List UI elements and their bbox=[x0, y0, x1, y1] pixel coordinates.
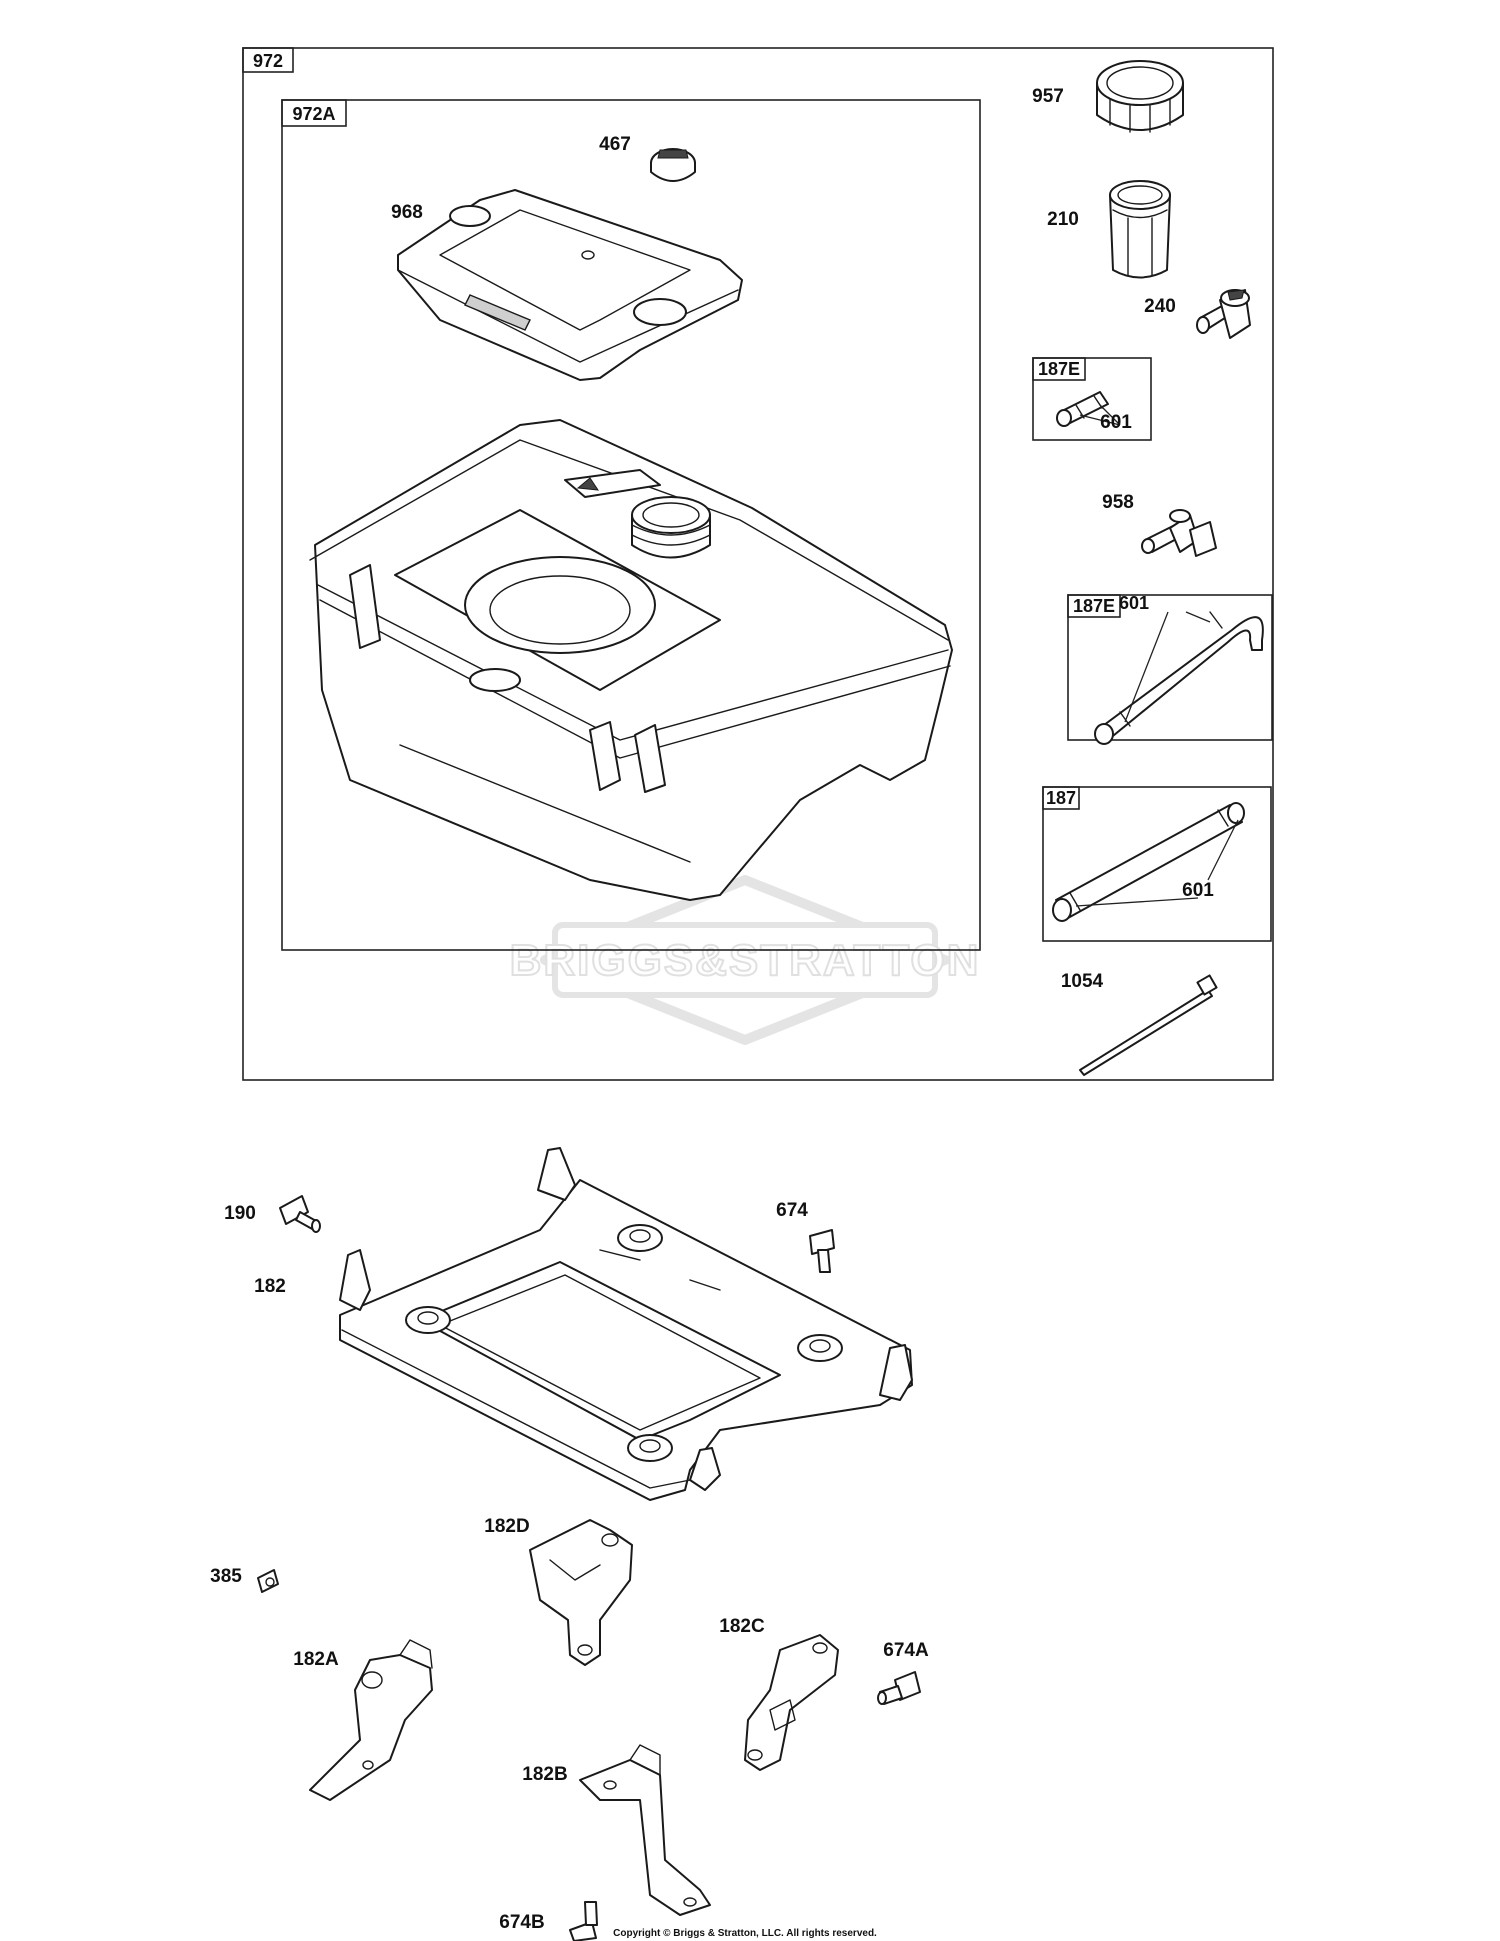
label-182: 182 bbox=[254, 1276, 286, 1297]
bracket-182d bbox=[529, 1519, 633, 1666]
callout-labels: 467 968 957 210 240 601 958 601 601 1054… bbox=[210, 86, 1214, 1933]
frame-972-label: 972 bbox=[253, 51, 283, 71]
tank-cover-968 bbox=[397, 189, 743, 381]
bracket-182a bbox=[309, 1639, 433, 1801]
bolt-674b bbox=[569, 1901, 598, 1941]
bolt-674a bbox=[877, 1671, 921, 1705]
label-182a: 182A bbox=[293, 1649, 339, 1670]
bracket-182c bbox=[744, 1634, 839, 1771]
label-182d: 182D bbox=[484, 1516, 529, 1537]
bolt-190 bbox=[279, 1195, 321, 1233]
fuel-line-kit-187e-upper: 187E bbox=[1032, 357, 1152, 441]
frame-187e-upper-label: 187E bbox=[1038, 359, 1080, 379]
label-601-b: 601 bbox=[1119, 593, 1149, 613]
bolt-674 bbox=[809, 1229, 835, 1273]
label-674a: 674A bbox=[883, 1640, 929, 1661]
label-674: 674 bbox=[776, 1200, 808, 1221]
watermark-text: BRIGGS&STRATTON bbox=[510, 936, 981, 985]
label-601-a: 601 bbox=[1100, 412, 1132, 433]
fuel-cap-957 bbox=[1096, 60, 1184, 133]
label-190: 190 bbox=[224, 1203, 256, 1224]
label-467: 467 bbox=[599, 134, 631, 155]
fuel-line-kit-187e-lower: 187E bbox=[1067, 594, 1273, 745]
frame-187-label: 187 bbox=[1046, 788, 1076, 808]
label-240: 240 bbox=[1144, 296, 1176, 317]
label-601-c: 601 bbox=[1182, 880, 1214, 901]
frame-972a: 972A bbox=[281, 99, 981, 951]
watermark-logo: BRIGGS&STRATTON bbox=[509, 875, 981, 1045]
fuel-tank-body bbox=[309, 419, 953, 901]
base-frame-182 bbox=[339, 1147, 913, 1501]
bracket-182b bbox=[579, 1744, 711, 1916]
frame-972: 972 bbox=[242, 47, 1274, 1081]
vent-cap-467 bbox=[650, 148, 696, 182]
bolt-385 bbox=[257, 1569, 279, 1593]
label-182c: 182C bbox=[719, 1616, 765, 1637]
copyright-notice: Copyright © Briggs & Stratton, LLC. All … bbox=[613, 1928, 877, 1939]
cable-tie-1054 bbox=[1079, 974, 1218, 1076]
label-182b: 182B bbox=[522, 1764, 567, 1785]
fuel-line-187: 187 bbox=[1042, 786, 1272, 942]
fuel-strainer-210 bbox=[1109, 180, 1171, 279]
label-968: 968 bbox=[391, 202, 423, 223]
fuel-valve-958 bbox=[1141, 509, 1217, 557]
label-958: 958 bbox=[1102, 492, 1134, 513]
label-674b: 674B bbox=[499, 1912, 544, 1933]
label-957: 957 bbox=[1032, 86, 1064, 107]
label-385: 385 bbox=[210, 1566, 242, 1587]
frame-187e-lower-label: 187E bbox=[1073, 596, 1115, 616]
label-1054: 1054 bbox=[1061, 971, 1104, 992]
fuel-valve-240 bbox=[1196, 289, 1251, 339]
label-210: 210 bbox=[1047, 209, 1079, 230]
frame-972a-label: 972A bbox=[292, 104, 335, 124]
